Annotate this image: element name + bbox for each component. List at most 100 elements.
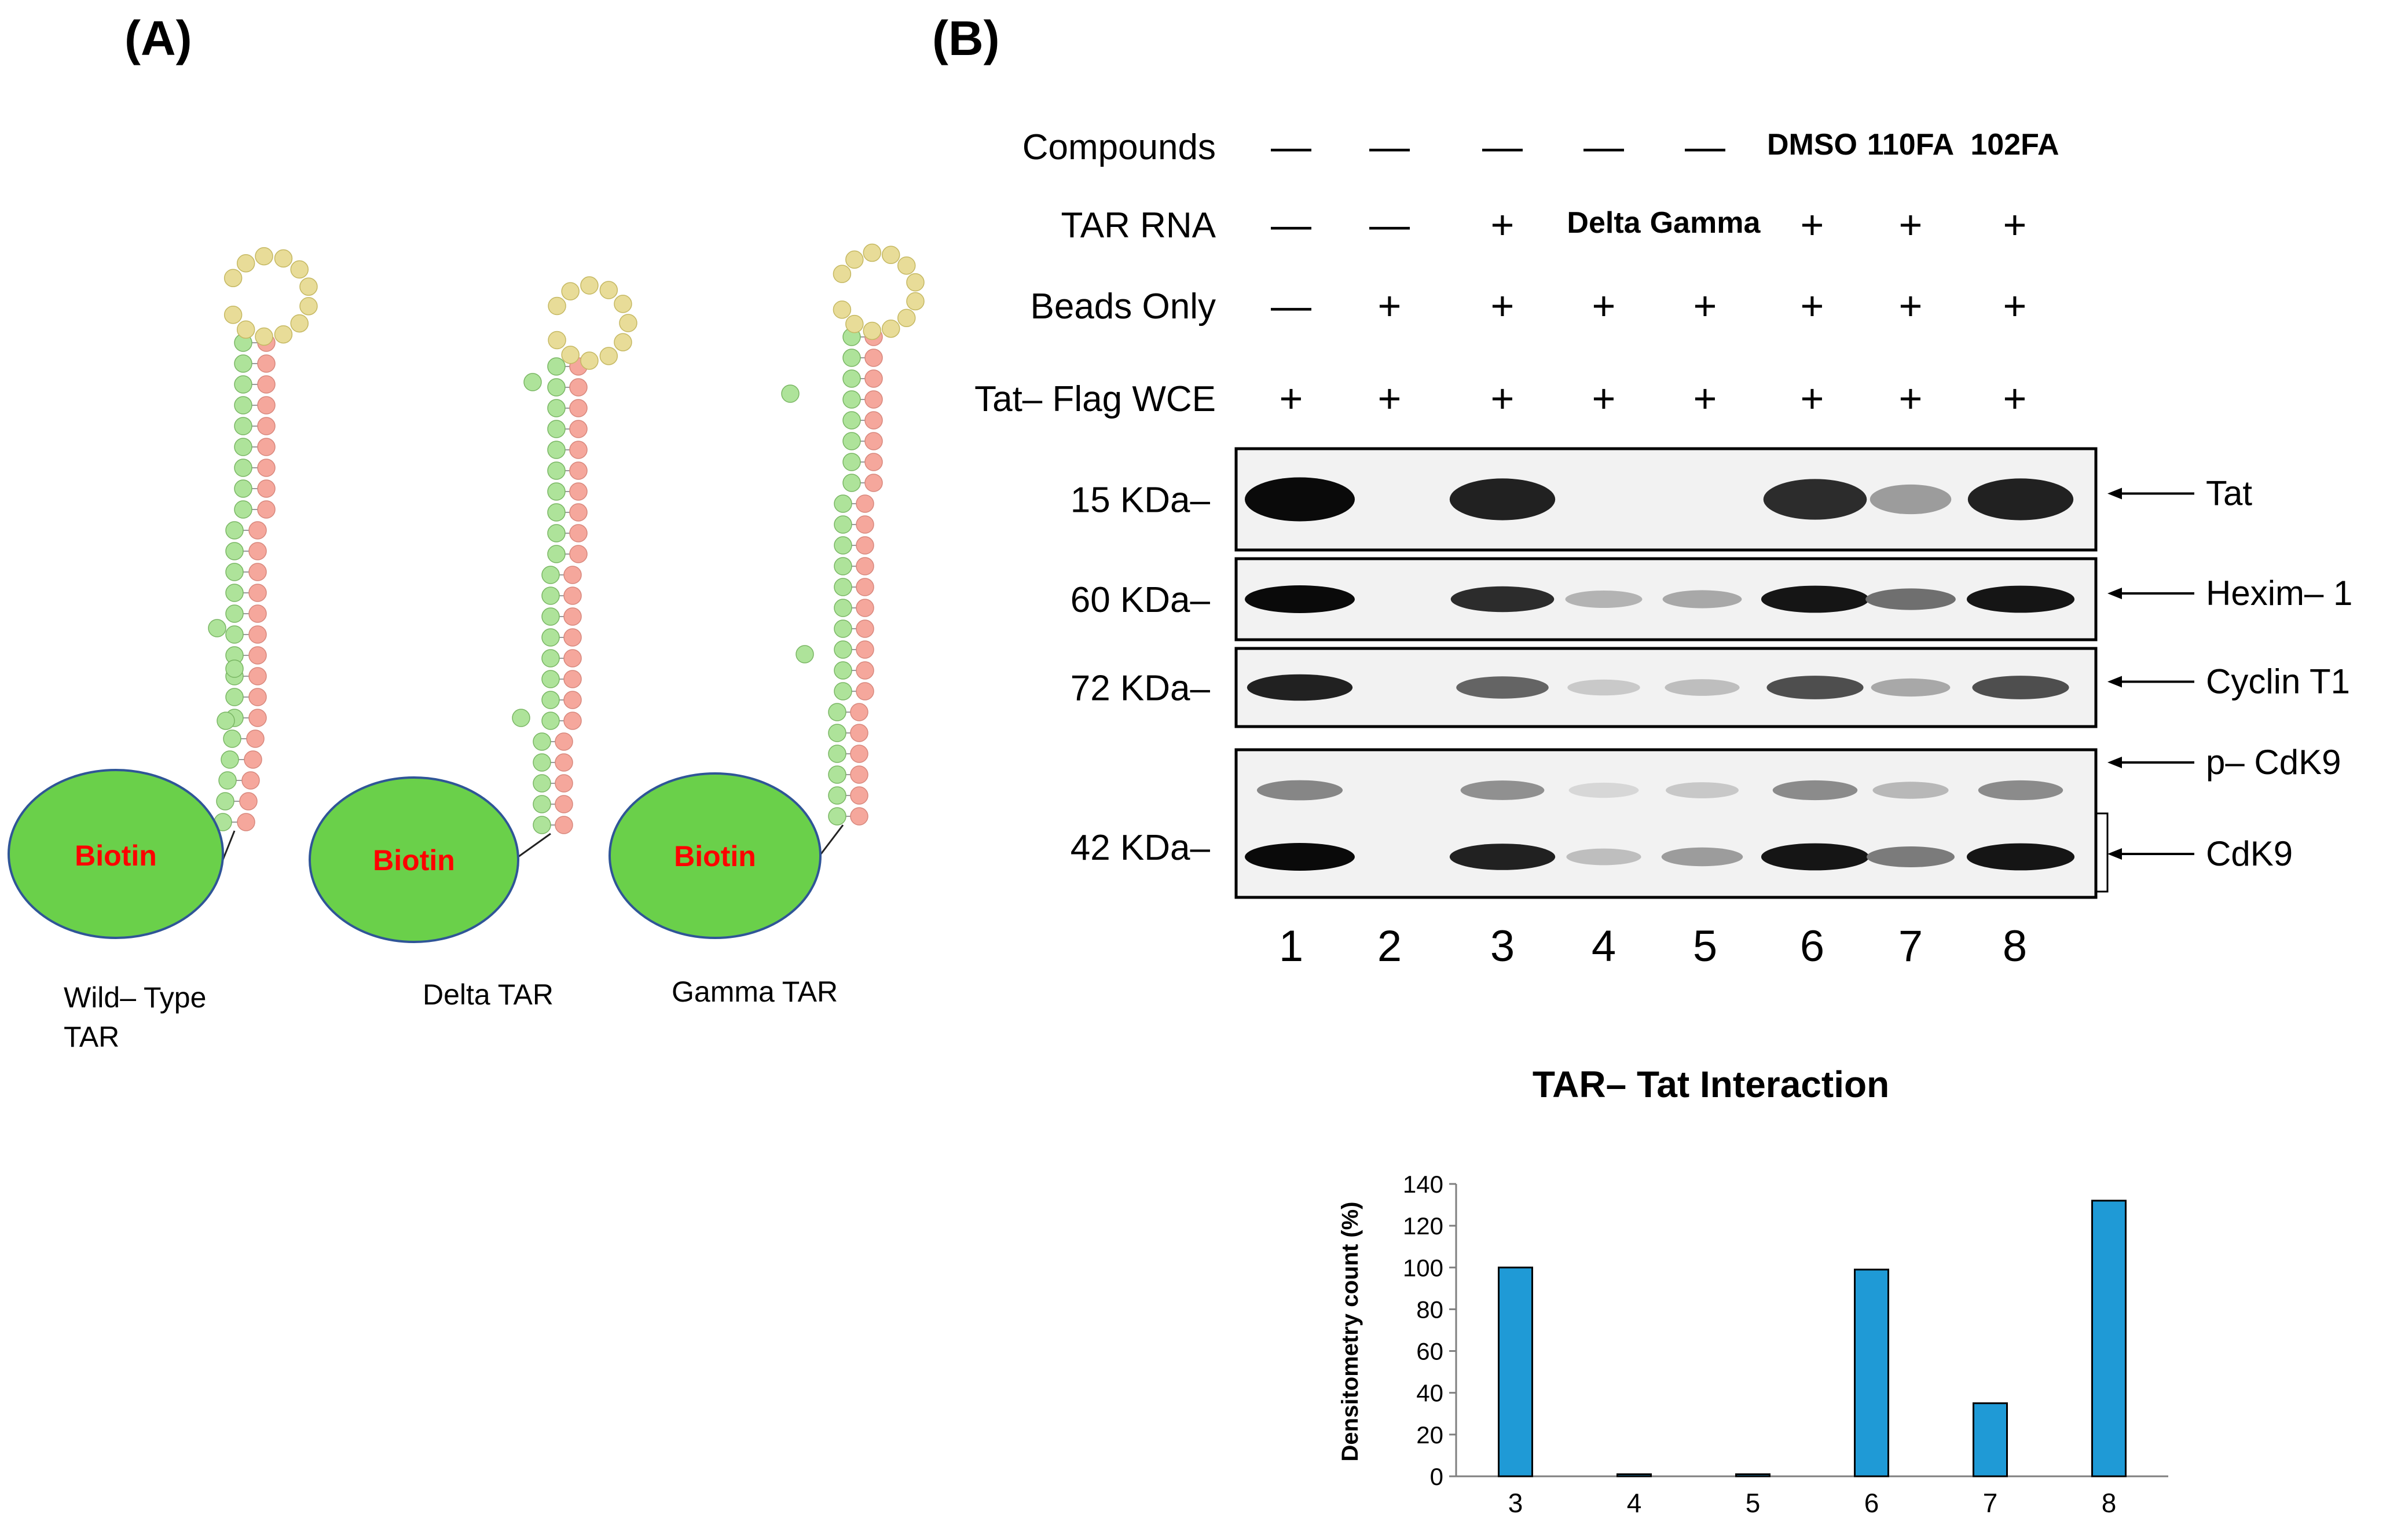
nucleotide-node: [842, 432, 861, 450]
bar: [1973, 1402, 2008, 1477]
nucleotide-node: [248, 646, 267, 665]
biotin-bead-label: Biotin: [373, 844, 455, 877]
nucleotide-node: [561, 346, 580, 364]
construct-caption: Delta TAR: [423, 978, 553, 1011]
nucleotide-node: [236, 254, 255, 273]
nucleotide-node: [541, 628, 560, 647]
nucleotide-node: [856, 494, 874, 513]
nucleotide-node: [850, 786, 868, 805]
blot-panel: [1234, 748, 2098, 899]
nucleotide-node: [569, 378, 588, 397]
nucleotide-node: [225, 604, 244, 623]
nucleotide-node: [257, 354, 276, 373]
lane-number: 4: [1592, 922, 1616, 971]
blot-band: [1761, 843, 1870, 871]
biotin-bead-gamma: [609, 772, 822, 939]
blot-band: [1761, 585, 1870, 613]
nucleotide-node: [221, 750, 239, 769]
condition-value: +: [1378, 376, 1402, 421]
condition-value: +: [1592, 376, 1616, 421]
nucleotide-node: [569, 503, 588, 522]
nucleotide-node: [614, 333, 632, 351]
nucleotide-node: [864, 474, 883, 492]
condition-value: +: [1899, 283, 1923, 328]
nucleotide-node: [548, 331, 566, 350]
rna-hairpin: [208, 247, 318, 860]
blot-band: [1247, 674, 1353, 701]
y-tick-label: 60: [1416, 1338, 1443, 1365]
blot-band: [1872, 782, 1949, 799]
nucleotide-node: [274, 249, 293, 268]
nucleotide-node: [856, 557, 874, 575]
nucleotide-node: [845, 250, 864, 269]
x-tick-label: 3: [1508, 1488, 1523, 1518]
condition-value: +: [1801, 202, 1824, 247]
lane-number: 1: [1279, 922, 1303, 971]
condition-label: Compounds: [1022, 127, 1216, 167]
condition-value: +: [1378, 283, 1402, 328]
nucleotide-node: [845, 314, 864, 333]
biotin-bead-delta: [309, 776, 519, 943]
condition-value: 102FA: [1970, 128, 2059, 162]
arrow-head: [2107, 848, 2122, 860]
nucleotide-node: [569, 482, 588, 501]
lane-number: 3: [1490, 922, 1515, 971]
nucleotide-node: [274, 325, 293, 344]
nucleotide-node: [548, 296, 566, 316]
nucleotide-node: [833, 300, 852, 319]
nucleotide-node: [223, 269, 243, 287]
nucleotide-node: [834, 536, 852, 555]
condition-label: Beads Only: [1030, 287, 1216, 327]
nucleotide-node: [216, 792, 234, 811]
condition-value: —: [1685, 124, 1725, 169]
nucleotide-node: [856, 682, 874, 701]
nucleotide-node: [225, 584, 244, 602]
nucleotide-node: [241, 771, 260, 790]
condition-value: +: [1491, 376, 1515, 421]
blot-band: [1460, 780, 1545, 800]
blot-band: [1566, 848, 1641, 866]
nucleotide-node: [619, 314, 637, 332]
nucleotide-node: [541, 649, 560, 668]
nucleotide-node: [237, 813, 255, 831]
blot-band: [1665, 679, 1740, 696]
blot-band: [1661, 847, 1743, 867]
nucleotide-node: [569, 420, 588, 438]
x-tick-label: 5: [1746, 1488, 1761, 1518]
tether-line: [222, 830, 236, 860]
molecular-weight-label: 42 KDa–: [1071, 828, 1211, 868]
protein-label: Tat: [2206, 474, 2252, 513]
rna-hairpin: [512, 276, 637, 858]
nucleotide-node: [828, 786, 846, 805]
nucleotide-node: [547, 378, 566, 397]
nucleotide-node: [555, 795, 573, 813]
blot-band: [1972, 676, 2069, 699]
construct-wild-type: Biotin Wild– Type TAR: [8, 769, 224, 1053]
blot-band: [1449, 844, 1556, 870]
nucleotide-node: [541, 712, 560, 730]
condition-value: —: [1369, 124, 1410, 169]
nucleotide-node: [781, 384, 800, 403]
rna-hairpin: [781, 243, 925, 855]
condition-value: —: [1482, 124, 1523, 169]
nucleotide-node: [580, 351, 599, 370]
nucleotide-node: [580, 276, 599, 295]
x-tick-label: 8: [2102, 1488, 2117, 1518]
nucleotide-node: [563, 566, 582, 584]
x-tick-label: 7: [1983, 1488, 1998, 1518]
nucleotide-node: [257, 479, 276, 498]
x-tick-label: 6: [1864, 1488, 1879, 1518]
nucleotide-node: [248, 625, 267, 644]
lane-number: 6: [1800, 922, 1824, 971]
nucleotide-node: [234, 479, 252, 498]
condition-value: +: [1801, 376, 1824, 421]
nucleotide-node: [547, 420, 566, 438]
nucleotide-node: [547, 461, 566, 480]
condition-value: +: [1491, 202, 1515, 247]
nucleotide-node: [842, 474, 861, 492]
condition-value: +: [1491, 283, 1515, 328]
